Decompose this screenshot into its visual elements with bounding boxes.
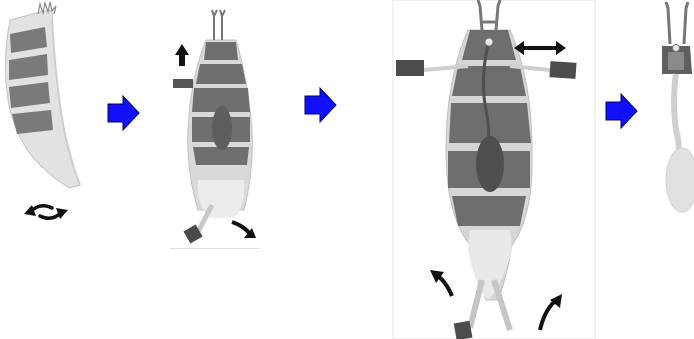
ovipositor-fork <box>666 2 688 44</box>
blue-right-arrow-icon <box>305 88 336 122</box>
anus-dot <box>485 38 493 46</box>
panel-1-curved-abdomen <box>5 2 80 219</box>
ovary <box>666 148 694 212</box>
panel-2-pinned-abdomen <box>170 10 260 249</box>
up-arrow-icon <box>173 44 193 88</box>
rotate-icon <box>24 205 68 219</box>
right-pin <box>549 61 576 79</box>
gut-dark <box>212 106 232 150</box>
blue-right-arrow-icon <box>606 94 637 128</box>
blue-right-arrow-icon <box>108 96 139 130</box>
terminal-inner <box>668 52 684 70</box>
anus-dot <box>673 45 680 52</box>
left-pin <box>396 60 424 76</box>
panel-4-extracted-organs <box>662 2 694 212</box>
gut-tube <box>674 74 679 150</box>
base-line <box>170 248 260 249</box>
curved-arrow-icon <box>540 294 562 330</box>
ovipositor-fork <box>478 0 500 30</box>
gut-dark <box>476 136 504 192</box>
body-tail <box>198 180 245 218</box>
curved-arrow-icon <box>232 222 256 238</box>
ovipositor-fork <box>212 10 225 40</box>
panel-3-stretched-abdomen <box>393 0 595 339</box>
left-leg <box>470 280 482 328</box>
posterior-membrane <box>468 230 512 300</box>
curved-arrow-icon <box>430 270 452 296</box>
double-arrow-icon <box>514 41 566 55</box>
bottom-pin <box>454 321 473 339</box>
